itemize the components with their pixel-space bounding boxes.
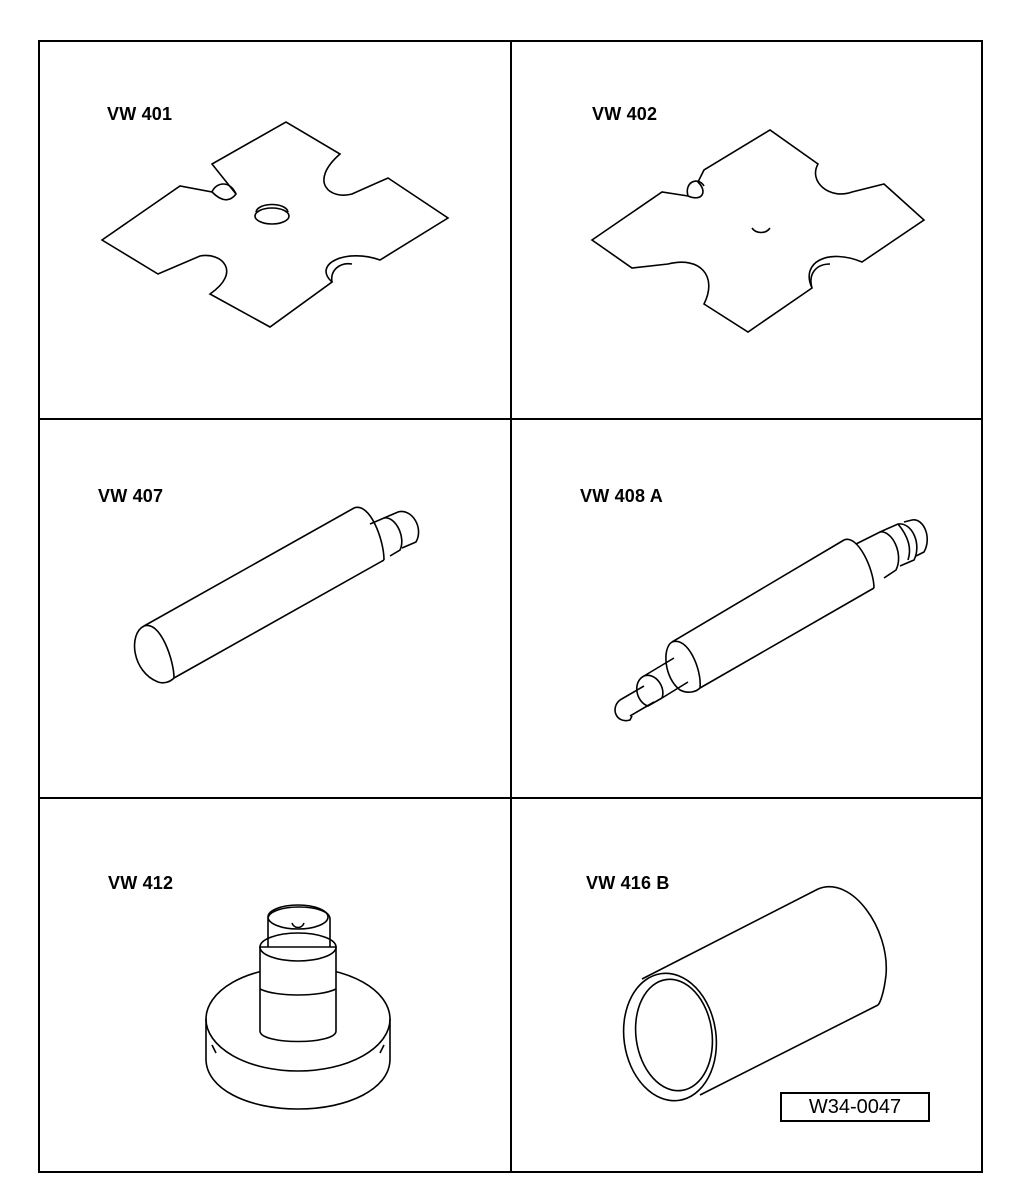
cross-plate-drawing <box>590 129 926 333</box>
sleeve-drawing <box>622 886 887 1102</box>
tool-cell-vw-408-a: VW 408 A <box>512 420 983 797</box>
tool-cell-vw-402: VW 402 <box>512 42 983 418</box>
tool-label: VW 402 <box>592 104 658 124</box>
drift-base-drawing <box>205 904 391 1110</box>
figure-id-box: W34-0047 <box>780 1092 930 1122</box>
tool-label: VW 408 A <box>580 486 663 506</box>
tool-label: VW 416 B <box>586 873 670 893</box>
tool-label: VW 401 <box>107 104 173 124</box>
driver-rod-drawing <box>614 519 928 722</box>
tool-cell-vw-412: VW 412 <box>40 799 510 1175</box>
grid-divider-vertical <box>510 42 512 1171</box>
tool-cell-vw-401: VW 401 <box>40 42 510 418</box>
tool-cell-vw-416-b: VW 416 B <box>512 799 983 1175</box>
grid-divider-row-2 <box>40 797 981 799</box>
grid-divider-row-1 <box>40 418 981 420</box>
tool-sheet: VW 401 VW 402 VW 407 <box>38 40 983 1173</box>
tool-label: VW 407 <box>98 486 164 506</box>
tool-label: VW 412 <box>108 873 174 893</box>
punch-rod-drawing <box>133 506 420 684</box>
cross-plate-drawing <box>100 121 450 328</box>
tool-cell-vw-407: VW 407 <box>40 420 510 797</box>
